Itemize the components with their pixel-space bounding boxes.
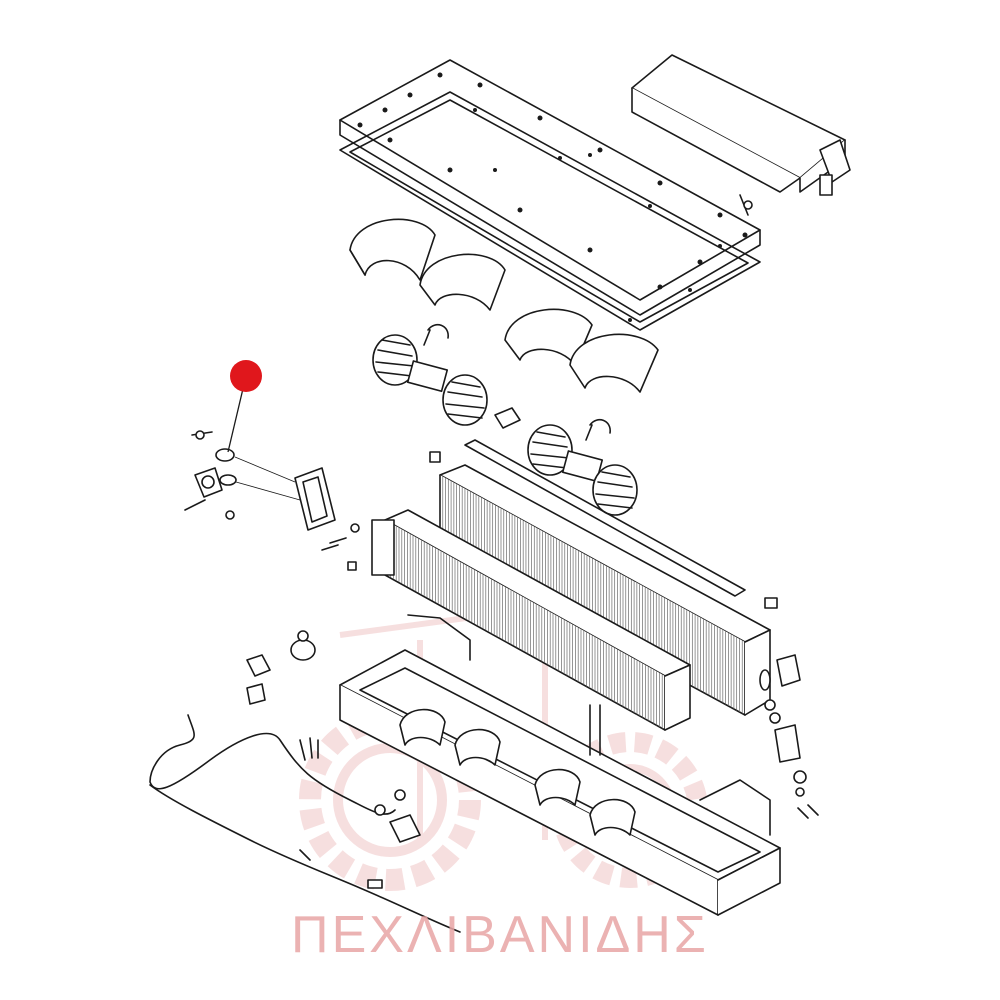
lower-housing: [339, 614, 781, 916]
blower-wheel-left: [372, 334, 488, 426]
seal-frame: [294, 467, 336, 531]
callout-marker: [227, 360, 262, 453]
motor-bracket: [494, 407, 521, 429]
actuator-linkage-assembly: [184, 430, 301, 520]
clip-left: [423, 323, 449, 346]
relay: [246, 654, 271, 705]
gasket: [339, 91, 761, 331]
fasteners: [321, 451, 778, 609]
wiring-harness: [149, 714, 461, 933]
blower-housing-upper-left: [349, 218, 436, 281]
blower-wheel-right: [527, 424, 638, 516]
clip-right: [585, 418, 611, 441]
heater-core: [371, 509, 691, 731]
resistor-module: [290, 630, 316, 661]
control-module: [631, 54, 851, 216]
blower-housing-upper-mid: [419, 253, 506, 311]
blower-housing-lower-right: [569, 333, 659, 393]
top-cover-plate: [339, 59, 761, 316]
blower-housing-lower-mid: [504, 308, 593, 366]
expansion-valve: [759, 654, 819, 819]
